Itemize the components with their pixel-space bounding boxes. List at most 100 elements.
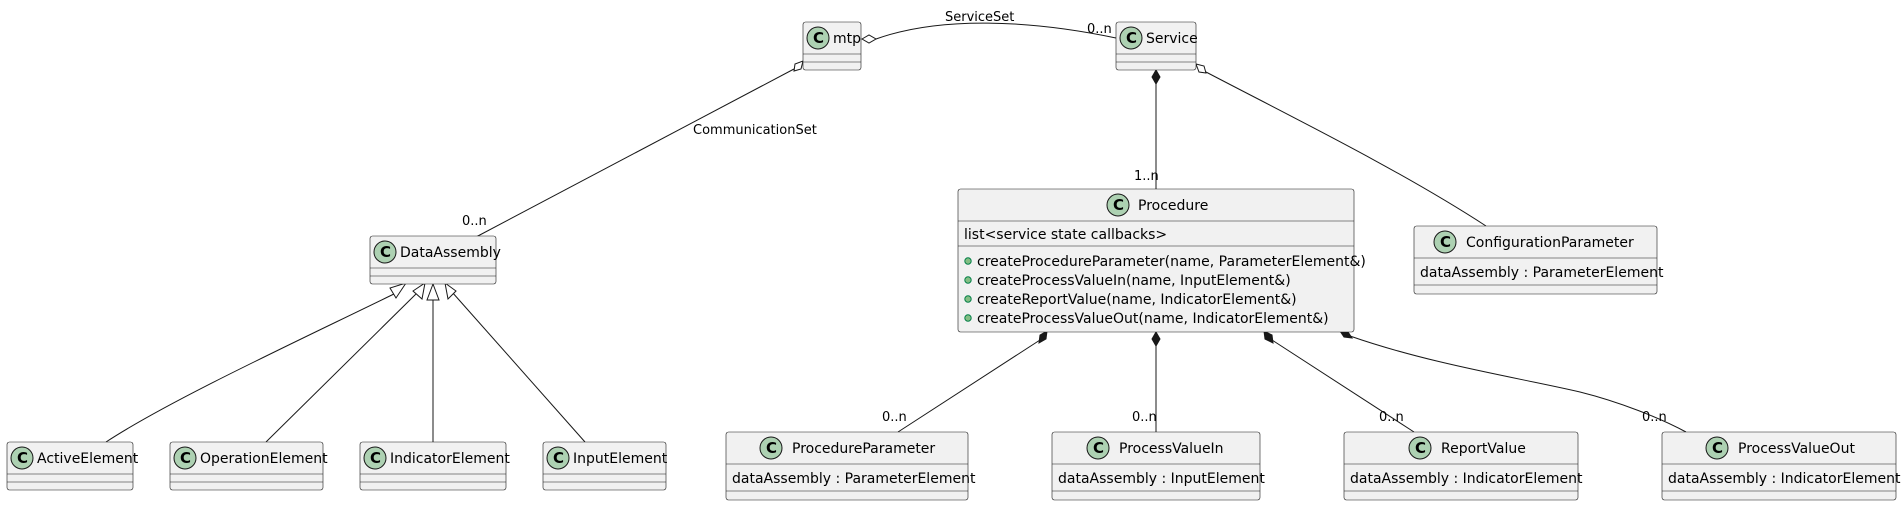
edge-label-communication-set: CommunicationSet <box>693 123 817 138</box>
edge-procedure-parameter: 0..n <box>882 330 1048 433</box>
composition-diamond-report <box>1263 330 1274 344</box>
edge-communication-set: CommunicationSet 0..n <box>462 60 817 238</box>
multiplicity-service-procedure: 1..n <box>1134 169 1159 184</box>
edge-procedure-value-out: 0..n <box>1338 330 1687 433</box>
svg-text:C: C <box>380 243 391 261</box>
edge-generalization-input <box>451 291 586 443</box>
multiplicity-procedure-value-out: 0..n <box>1642 410 1667 425</box>
class-icon: C <box>1433 230 1457 254</box>
class-name-procedure-parameter: ProcedureParameter <box>792 441 935 457</box>
svg-text:C: C <box>1712 439 1723 457</box>
multiplicity-procedure-report: 0..n <box>1379 410 1404 425</box>
class-icon: C <box>373 240 397 264</box>
edge-label-service-set: ServiceSet <box>945 10 1014 25</box>
svg-text:createProcessValueOut(name, In: createProcessValueOut(name, IndicatorEle… <box>977 311 1329 327</box>
class-icon: C <box>759 436 783 460</box>
class-name-report-value: ReportValue <box>1441 441 1526 457</box>
class-indicator-element[interactable]: C IndicatorElement <box>359 441 510 491</box>
multiplicity-communication-set: 0..n <box>462 214 487 229</box>
class-data-assembly[interactable]: C DataAssembly <box>369 235 501 285</box>
svg-text:C: C <box>17 449 28 467</box>
edge-line-service-set <box>875 22 1117 40</box>
class-name-operation-element: OperationElement <box>200 451 328 467</box>
class-name-service: Service <box>1146 31 1198 47</box>
class-name-process-value-in: ProcessValueIn <box>1119 441 1224 457</box>
public-method-icon <box>964 276 972 284</box>
edge-service-set: ServiceSet 0..n <box>945 10 1112 37</box>
generalization-triangle-operation <box>412 281 426 300</box>
class-name-input-element: InputElement <box>573 451 668 467</box>
class-icon: C <box>1119 26 1143 50</box>
edge-service-procedure: 1..n <box>1134 68 1161 189</box>
class-name-configuration-parameter: ConfigurationParameter <box>1466 235 1634 251</box>
svg-text:C: C <box>180 449 191 467</box>
composition-diamond-service <box>1151 68 1161 86</box>
class-process-value-out[interactable]: C ProcessValueOut dataAssembly : Indicat… <box>1661 431 1901 501</box>
multiplicity-procedure-parameter: 0..n <box>882 410 907 425</box>
class-mtp[interactable]: C mtp <box>802 21 862 71</box>
class-method: createProcedureParameter(name, Parameter… <box>964 254 1366 270</box>
svg-text:C: C <box>813 29 824 47</box>
composition-diamond-value-in <box>1151 330 1161 348</box>
svg-text:C: C <box>1126 29 1137 47</box>
class-field: dataAssembly : InputElement <box>1058 471 1265 487</box>
class-name-mtp: mtp <box>833 31 861 47</box>
svg-text:C: C <box>1415 439 1426 457</box>
aggregation-diamond-communication <box>793 60 804 72</box>
edge-procedure-report: 0..n <box>1263 330 1415 433</box>
class-report-value[interactable]: C ReportValue dataAssembly : IndicatorEl… <box>1343 431 1583 501</box>
class-field: dataAssembly : ParameterElement <box>732 471 976 487</box>
class-method: createProcessValueOut(name, IndicatorEle… <box>964 311 1329 327</box>
class-icon: C <box>1106 193 1130 217</box>
class-active-element[interactable]: C ActiveElement <box>6 441 139 491</box>
multiplicity-procedure-value-in: 0..n <box>1132 410 1157 425</box>
composition-diamond-parameter <box>1038 330 1048 344</box>
svg-text:C: C <box>370 449 381 467</box>
svg-text:C: C <box>766 439 777 457</box>
svg-text:C: C <box>1093 439 1104 457</box>
svg-text:createProcedureParameter(name,: createProcedureParameter(name, Parameter… <box>977 254 1366 270</box>
generalization-triangle-input <box>444 281 457 301</box>
class-field: dataAssembly : IndicatorElement <box>1350 471 1583 487</box>
svg-text:C: C <box>553 449 564 467</box>
class-name-indicator-element: IndicatorElement <box>390 451 510 467</box>
public-method-icon <box>964 314 972 322</box>
class-name-process-value-out: ProcessValueOut <box>1738 441 1855 457</box>
public-method-icon <box>964 295 972 303</box>
svg-text:C: C <box>1113 196 1124 214</box>
class-input-element[interactable]: C InputElement <box>542 441 668 491</box>
generalization-triangle-active <box>389 282 408 299</box>
class-configuration-parameter[interactable]: C ConfigurationParameter dataAssembly : … <box>1413 225 1664 295</box>
class-name-data-assembly: DataAssembly <box>400 245 501 261</box>
class-icon: C <box>173 446 197 470</box>
aggregation-diamond-service-set <box>860 34 878 44</box>
class-icon: C <box>546 446 570 470</box>
class-field: dataAssembly : ParameterElement <box>1420 265 1664 281</box>
class-icon: C <box>363 446 387 470</box>
public-method-icon <box>964 257 972 265</box>
edge-generalization-active <box>105 291 399 443</box>
class-icon: C <box>10 446 34 470</box>
class-procedure[interactable]: C Procedure list<service state callbacks… <box>957 188 1366 333</box>
class-field: list<service state callbacks> <box>964 227 1167 243</box>
generalization-triangle-indicator <box>426 282 440 301</box>
aggregation-diamond-configuration <box>1195 63 1207 74</box>
class-icon: C <box>1705 436 1729 460</box>
class-field: dataAssembly : IndicatorElement <box>1668 471 1901 487</box>
class-process-value-in[interactable]: C ProcessValueIn dataAssembly : InputEle… <box>1051 431 1265 501</box>
class-method: createReportValue(name, IndicatorElement… <box>964 292 1297 308</box>
class-service[interactable]: C Service <box>1115 21 1198 71</box>
svg-text:createReportValue(name, Indica: createReportValue(name, IndicatorElement… <box>977 292 1297 308</box>
class-name-active-element: ActiveElement <box>37 451 139 467</box>
class-procedure-parameter[interactable]: C ProcedureParameter dataAssembly : Para… <box>725 431 976 501</box>
class-icon: C <box>1408 436 1432 460</box>
class-operation-element[interactable]: C OperationElement <box>169 441 328 491</box>
class-name-procedure: Procedure <box>1138 198 1208 214</box>
edge-generalization-operation <box>265 291 419 443</box>
class-icon: C <box>806 26 830 50</box>
edge-procedure-value-in: 0..n <box>1132 330 1161 432</box>
class-icon: C <box>1086 436 1110 460</box>
edge-service-configuration <box>1195 63 1487 227</box>
svg-text:createProcessValueIn(name, Inp: createProcessValueIn(name, InputElement&… <box>977 273 1291 289</box>
